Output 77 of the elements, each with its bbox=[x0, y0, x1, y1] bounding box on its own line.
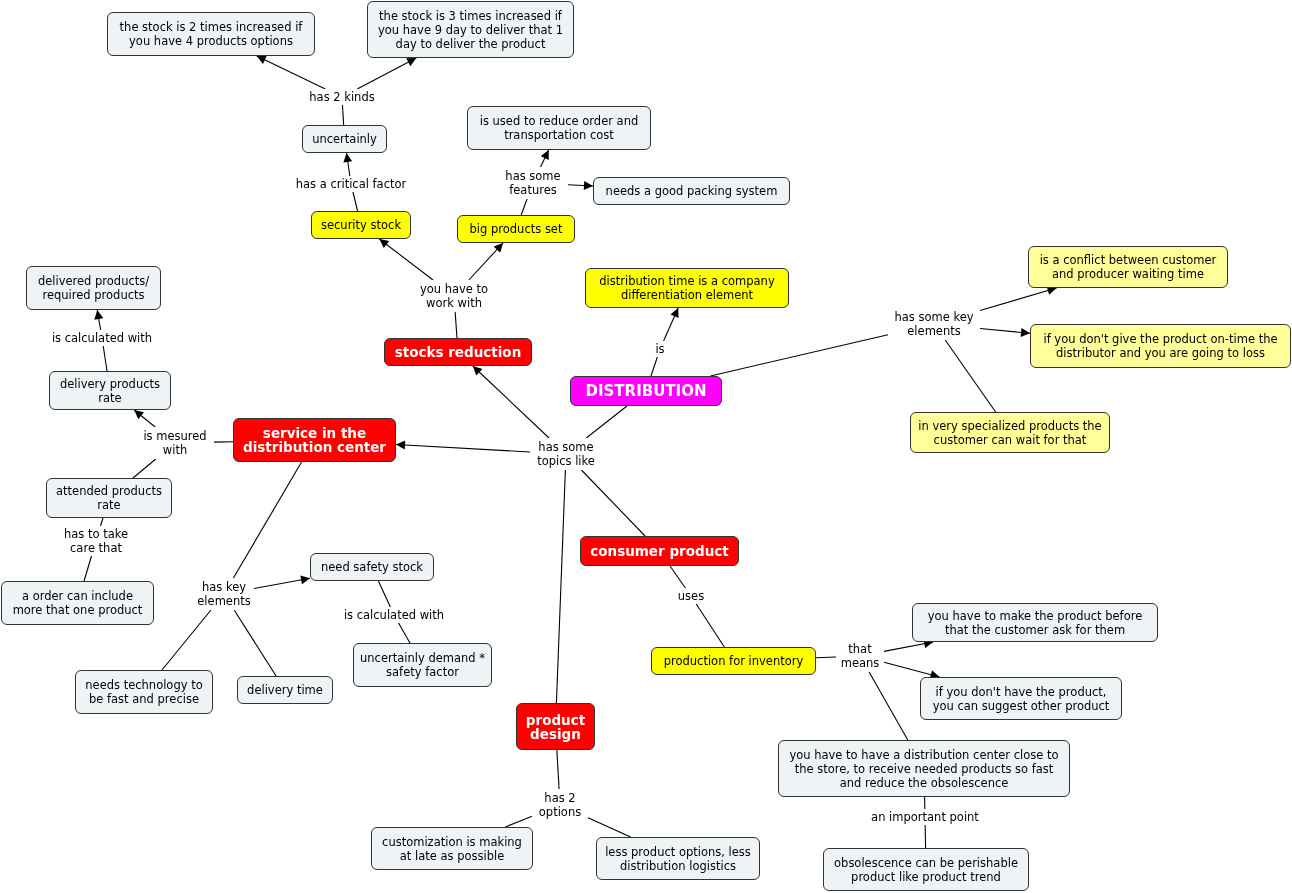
connector-line bbox=[580, 469, 646, 537]
concept-box: is used to reduce order and transportation cost bbox=[467, 106, 651, 150]
concept-box: the stock is 2 times increased if you have 4 products options bbox=[107, 12, 315, 56]
connector-line bbox=[944, 339, 997, 413]
arrow bbox=[567, 181, 594, 191]
arrow bbox=[979, 286, 1058, 312]
connector-line bbox=[83, 555, 93, 582]
connector-line bbox=[585, 405, 628, 439]
connector-line bbox=[924, 824, 927, 849]
concept-box: customization is making at late as possible bbox=[371, 827, 533, 870]
arrow bbox=[343, 152, 353, 177]
concept-box: delivery time bbox=[237, 676, 333, 704]
concept-box: security stock bbox=[311, 211, 411, 239]
concept-box: attended products rate bbox=[46, 478, 172, 518]
topic-concept-box: stocks reduction bbox=[384, 338, 532, 366]
arrow bbox=[468, 242, 504, 281]
arrow bbox=[256, 55, 326, 90]
concept-box: distribution time is a company differentiation element bbox=[585, 268, 789, 308]
arrow bbox=[133, 409, 156, 428]
concept-box: less product options, less distribution logistics bbox=[596, 837, 760, 880]
connector-line bbox=[232, 461, 303, 579]
concept-box: delivered products/ required products bbox=[26, 266, 161, 310]
concept-box: obsolescence can be perishable product like product trend bbox=[823, 848, 1029, 891]
concept-box: if you don't have the product, you can suggest other product bbox=[920, 677, 1122, 720]
concept-box: uncertainly bbox=[302, 125, 387, 153]
connector-line bbox=[132, 458, 157, 479]
connector-line bbox=[650, 356, 658, 377]
connector-line bbox=[669, 565, 686, 589]
concept-box: uncertainly demand * safety factor bbox=[353, 643, 492, 687]
connector-line bbox=[341, 104, 345, 126]
concept-box: you have to have a distribution center close to the store, to receive needed products so fast and reduce the obsolescence bbox=[778, 740, 1070, 797]
arrow bbox=[979, 327, 1031, 337]
arrow bbox=[378, 238, 434, 281]
concept-box: is a conflict between customer and producer waiting time bbox=[1028, 246, 1228, 288]
connector-line bbox=[233, 609, 277, 677]
concept-box: needs a good packing system bbox=[593, 177, 790, 205]
connector-line bbox=[556, 749, 560, 790]
connector-line bbox=[377, 580, 391, 608]
topic-concept-box: service in the distribution center bbox=[233, 418, 396, 462]
arrow bbox=[94, 309, 104, 331]
connector-line bbox=[161, 609, 212, 671]
concept-box: needs technology to be fast and precise bbox=[75, 670, 213, 714]
concept-box: the stock is 3 times increased if you have 9 day to deliver that 1 day to deliver the product bbox=[367, 1, 574, 58]
connector-line bbox=[504, 815, 533, 828]
concept-box: need safety stock bbox=[310, 553, 434, 581]
arrow bbox=[253, 575, 311, 590]
concept-box: you have to make the product before that the customer ask for them bbox=[912, 603, 1158, 642]
connector-line bbox=[213, 441, 234, 443]
topic-concept-box: consumer product bbox=[580, 536, 739, 566]
arrow bbox=[395, 440, 531, 453]
main-concept-box: DISTRIBUTION bbox=[570, 376, 722, 406]
connector-line bbox=[454, 311, 458, 339]
arrow bbox=[540, 149, 550, 168]
connector-line bbox=[709, 334, 889, 377]
concept-box: a order can include more that one product bbox=[1, 581, 154, 625]
connector-line bbox=[695, 603, 725, 648]
concept-box: delivery products rate bbox=[49, 371, 171, 410]
connector-line bbox=[924, 796, 926, 810]
concept-box: production for inventory bbox=[651, 647, 816, 675]
connector-line bbox=[102, 345, 108, 372]
connector-line bbox=[868, 671, 909, 741]
linking-phrase: has key elements bbox=[194, 578, 254, 610]
arrow bbox=[472, 365, 550, 439]
arrow bbox=[356, 57, 417, 90]
concept-box: if you don't give the product on-time the distributor and you are going to loss bbox=[1030, 324, 1291, 368]
connector-line bbox=[100, 517, 104, 527]
concept-box: in very specialized products the customer can wait for that bbox=[910, 412, 1110, 453]
connector-line bbox=[815, 656, 837, 659]
arrow bbox=[663, 307, 679, 342]
connector-line bbox=[352, 191, 359, 212]
connector-line bbox=[587, 817, 632, 838]
linking-phrase: has 2 options bbox=[532, 789, 588, 821]
connector-line bbox=[520, 198, 528, 216]
connector-line bbox=[555, 469, 566, 704]
connector-line bbox=[398, 622, 411, 644]
topic-concept-box: product design bbox=[516, 703, 595, 750]
concept-box: big products set bbox=[457, 215, 575, 243]
